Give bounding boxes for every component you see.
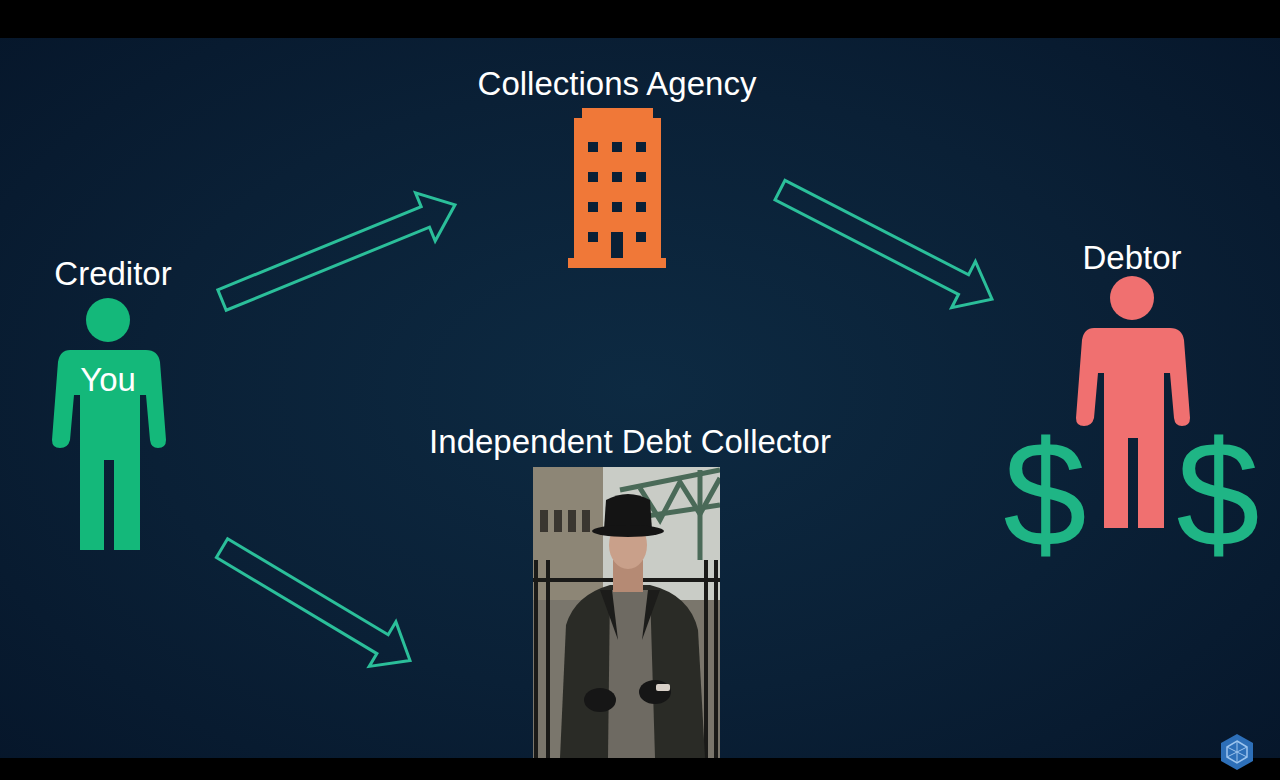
collector-node: Independent Debt Collector: [410, 422, 850, 758]
node-title: Debtor: [1082, 238, 1181, 278]
hollow-arrow: [218, 193, 455, 310]
node-text: You: [80, 360, 136, 400]
agency-node: Collections Agency: [455, 62, 780, 272]
top-bar: [0, 0, 1280, 38]
creditor-figure: [52, 298, 166, 550]
node-title: Creditor: [54, 254, 171, 294]
dollar-sign: $: [1003, 419, 1086, 569]
dollar-sign: $: [1176, 419, 1259, 569]
bottom-bar: [0, 758, 1280, 780]
photo: [533, 467, 720, 758]
debtor-figure: [1076, 276, 1190, 528]
node-title: Collections Agency: [478, 64, 757, 104]
creditor-node: CreditorYou: [30, 255, 222, 555]
logo-icon: [1221, 734, 1253, 770]
node-title: Independent Debt Collector: [429, 422, 831, 462]
hollow-arrow: [775, 180, 992, 307]
building-icon: [568, 108, 666, 268]
hollow-arrow: [216, 539, 410, 667]
